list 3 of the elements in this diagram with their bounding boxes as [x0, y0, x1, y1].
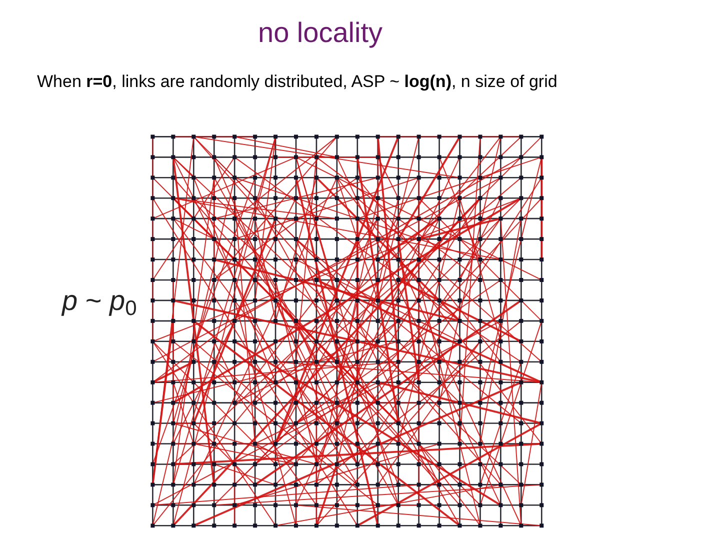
slide-title: no locality [258, 16, 383, 50]
formula-text: p ~ p$_{0}$ [62, 284, 137, 318]
subtitle-text: When r=0, links are randomly distributed, ASP ~ log(n), n size of grid [37, 71, 558, 93]
